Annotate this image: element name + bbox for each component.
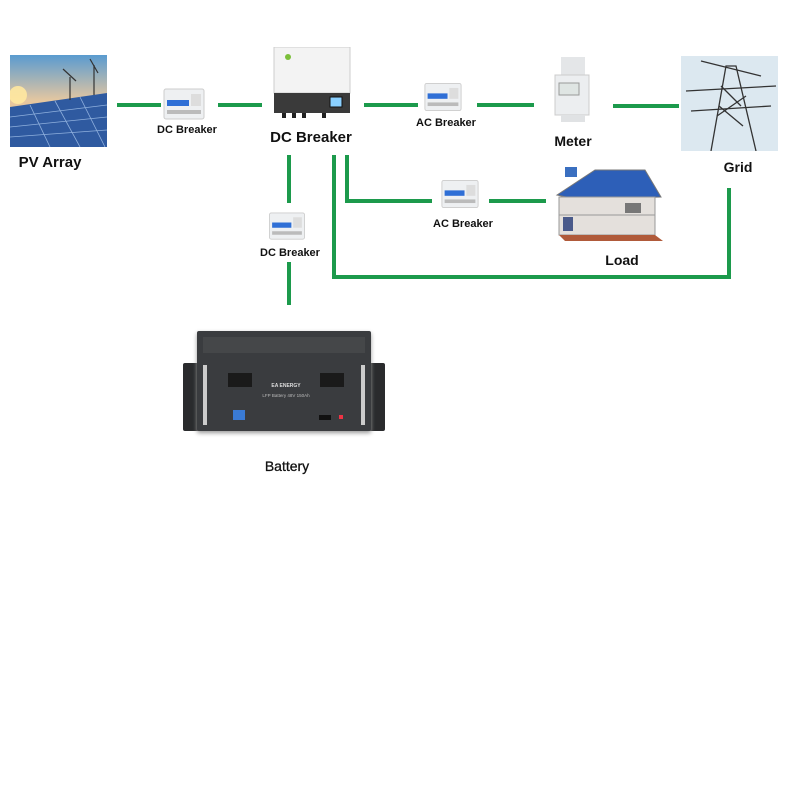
grid-label: Grid bbox=[723, 159, 753, 175]
wire-grid-vertical bbox=[727, 188, 731, 279]
wire-pv-to-breaker bbox=[117, 103, 161, 107]
wire-load-breaker-to-house bbox=[489, 199, 546, 203]
battery-image: EA ENERGY LFP Battery 48V 150Ah bbox=[183, 325, 385, 435]
load-label: Load bbox=[605, 252, 639, 268]
house-load-image bbox=[555, 167, 663, 241]
wire-inverter-load-vertical bbox=[345, 155, 349, 203]
ac-breaker-grid-icon bbox=[424, 82, 462, 112]
ac-breaker-load-label: AC Breaker bbox=[433, 218, 493, 230]
dc-breaker-pv-label: DC Breaker bbox=[157, 124, 217, 136]
wire-inverter-load-horizontal bbox=[345, 199, 432, 203]
pv-array-label: PV Array bbox=[18, 154, 82, 171]
wire-battery-breaker-to-battery bbox=[287, 262, 291, 305]
pv-array-image bbox=[10, 55, 107, 147]
wire-meter-to-grid bbox=[613, 104, 679, 108]
dc-breaker-battery-icon bbox=[269, 212, 305, 240]
meter-image bbox=[554, 57, 590, 122]
wire-inverter-to-battery-breaker bbox=[287, 155, 291, 203]
ac-breaker-load-icon bbox=[441, 179, 479, 209]
inverter-image bbox=[273, 47, 351, 118]
battery-model-text: LFP Battery 48V 150Ah bbox=[262, 393, 310, 398]
wire-breaker-to-inverter bbox=[218, 103, 262, 107]
wire-ac-breaker-to-meter bbox=[477, 103, 534, 107]
ac-breaker-grid-label: AC Breaker bbox=[416, 117, 476, 129]
battery-logo: EA ENERGY bbox=[271, 383, 301, 389]
meter-label: Meter bbox=[554, 133, 592, 149]
inverter-label: DC Breaker bbox=[270, 129, 352, 146]
wire-inverter-to-ac-breaker bbox=[364, 103, 418, 107]
wire-inverter-grid-horizontal bbox=[332, 275, 731, 279]
battery-label: Battery bbox=[264, 458, 310, 474]
wire-inverter-grid-vertical bbox=[332, 155, 336, 279]
dc-breaker-pv-icon bbox=[163, 88, 205, 120]
grid-tower-image bbox=[681, 56, 778, 151]
dc-breaker-battery-label: DC Breaker bbox=[260, 247, 320, 259]
